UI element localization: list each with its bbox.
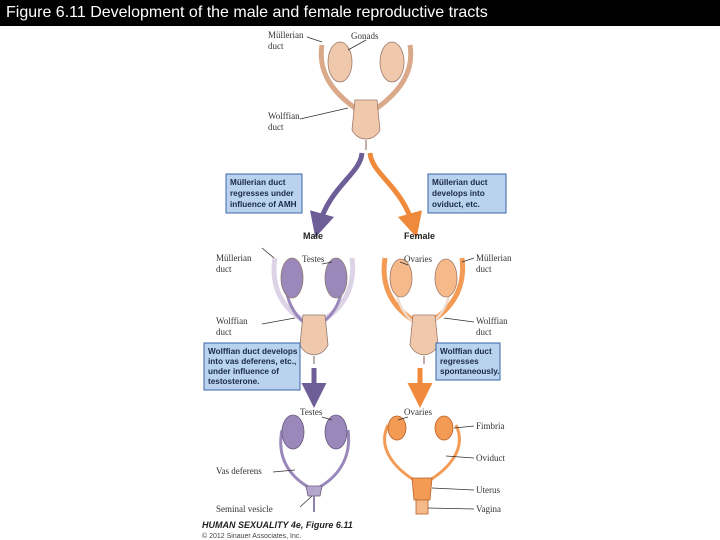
svg-text:spontaneously.: spontaneously. (440, 367, 499, 376)
svg-text:into vas deferens, etc.,: into vas deferens, etc., (208, 357, 296, 366)
svg-text:Wolffian duct develops: Wolffian duct develops (208, 347, 298, 356)
label-ovaries: Ovaries (404, 407, 432, 417)
undifferentiated-tract (318, 41, 414, 150)
male-bottom-labels: Testes Vas deferens Seminal vesicle (216, 407, 323, 514)
callout-female-wolffian: Wolffian duct regresses spontaneously. (435, 342, 501, 381)
leader-lines (261, 36, 475, 510)
label-male-mullerian-duct-2: duct (216, 264, 232, 274)
label-uterus: Uterus (476, 485, 500, 495)
male-mid-labels: Male Müllerian duct Testes Wolffian duct (216, 231, 325, 337)
svg-text:testosterone.: testosterone. (208, 377, 259, 386)
label-vagina: Vagina (476, 504, 501, 514)
callout-female-mullerian: Müllerian duct develops into oviduct, et… (427, 173, 507, 214)
female-mid-tract (381, 257, 466, 364)
svg-text:under influence of: under influence of (208, 367, 279, 376)
female-mid-right-ovary (434, 258, 458, 298)
female-mid-left-ovary (389, 258, 413, 298)
label-female-mullerian-duct-1: Müllerian (476, 253, 512, 263)
label-female: Female (404, 231, 435, 241)
right-ovary (434, 415, 454, 441)
label-male: Male (303, 231, 323, 241)
label-top-mullerian-duct-1: Müllerian (268, 30, 304, 40)
male-mid-left-testis (280, 257, 304, 299)
slide-title: Figure 6.11 Development of the male and … (0, 0, 720, 26)
svg-text:regresses under: regresses under (230, 189, 295, 198)
left-testis (281, 414, 305, 450)
label-female-wolffian-duct-2: duct (476, 327, 492, 337)
right-testis (324, 414, 348, 450)
female-mid-labels: Female Ovaries Müllerian duct Wolffian d… (404, 231, 512, 337)
left-ovary (387, 415, 407, 441)
female-final-tract (383, 415, 461, 515)
left-gonad (327, 41, 353, 83)
label-male-mullerian-duct-1: Müllerian (216, 253, 252, 263)
label-male-testes: Testes (302, 254, 325, 264)
female-bottom-labels: Ovaries Fimbria Oviduct Uterus Vagina (404, 407, 505, 514)
svg-text:develops into: develops into (432, 189, 485, 198)
male-final-tract (279, 414, 351, 512)
label-seminal-vesicle: Seminal vesicle (216, 504, 273, 514)
label-top-mullerian-duct-2: duct (268, 41, 284, 51)
label-female-wolffian-duct-1: Wolffian (476, 316, 508, 326)
right-gonad (379, 41, 405, 83)
label-top-wolffian-duct-1: Wolffian (268, 111, 300, 121)
callout-male-amh: Müllerian duct regresses under influence… (225, 173, 303, 214)
svg-text:Müllerian duct: Müllerian duct (230, 178, 286, 187)
female-pathway-arrow (367, 152, 422, 238)
label-testes: Testes (300, 407, 323, 417)
urogenital-sinus (351, 99, 381, 140)
label-fimbria: Fimbria (476, 421, 505, 431)
label-gonads: Gonads (351, 31, 379, 41)
svg-text:Wolffian duct: Wolffian duct (440, 347, 492, 356)
male-pathway-arrow (310, 152, 365, 238)
credit-title: HUMAN SEXUALITY 4e, Figure 6.11 (202, 520, 353, 530)
label-oviduct: Oviduct (476, 453, 505, 463)
top-labels: Müllerian duct Gonads Wolffian duct (268, 30, 379, 132)
svg-text:regresses: regresses (440, 357, 479, 366)
svg-text:oviduct, etc.: oviduct, etc. (432, 200, 480, 209)
male-mid-right-testis (324, 257, 348, 299)
label-male-wolffian-duct-1: Wolffian (216, 316, 248, 326)
male-mid-tract (271, 257, 356, 364)
callout-male-testosterone: Wolffian duct develops into vas deferens… (203, 342, 301, 391)
svg-text:Müllerian duct: Müllerian duct (432, 178, 488, 187)
svg-text:influence of AMH: influence of AMH (230, 200, 297, 209)
vagina (415, 499, 429, 515)
seminal-vesicle (305, 485, 323, 497)
uterus (411, 477, 433, 501)
label-male-wolffian-duct-2: duct (216, 327, 232, 337)
label-vas-deferens: Vas deferens (216, 466, 262, 476)
label-top-wolffian-duct-2: duct (268, 122, 284, 132)
label-female-ovaries: Ovaries (404, 254, 432, 264)
credit-copyright: © 2012 Sinauer Associates, Inc. (202, 532, 301, 540)
label-female-mullerian-duct-2: duct (476, 264, 492, 274)
